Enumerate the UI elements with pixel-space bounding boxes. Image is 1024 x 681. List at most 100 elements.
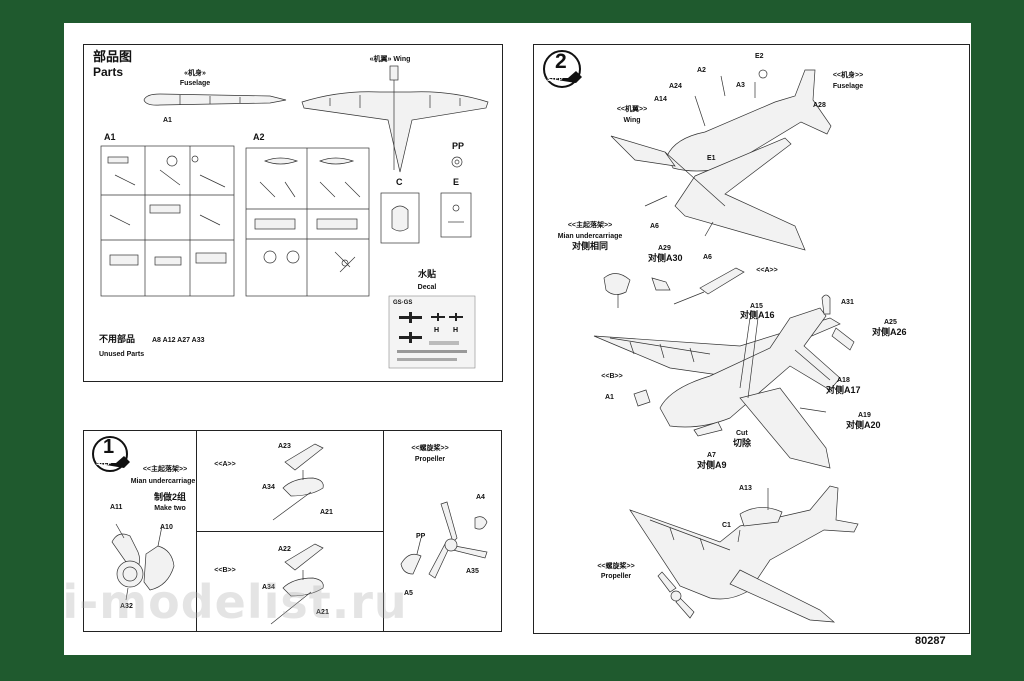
step2-part-a14: A14 (654, 96, 667, 103)
wing-label: «机翼» Wing (369, 56, 411, 63)
step1-make-two-en: Make two (154, 505, 186, 512)
step2-wing-cn: <<机翼>> (616, 106, 648, 113)
sprue-pp-label: PP (452, 141, 465, 151)
step1-sub-a-a21: A21 (320, 509, 333, 516)
step1-word: STEP (96, 461, 112, 467)
decal-label-en: Decal (417, 284, 437, 291)
step1-sub-b-a34: A34 (262, 584, 275, 591)
step1-sub-b-drawing (270, 543, 324, 625)
step1-propeller-a35: A35 (466, 568, 479, 575)
step2-part-a18-opp: 对侧A17 (826, 385, 861, 395)
step2-main-uc-note: 对侧相同 (571, 241, 608, 251)
step1-propeller-cn: <<螺旋桨>> (411, 445, 449, 452)
step2-part-a19: A19 (858, 412, 871, 419)
step2-main-uc-en: Mian undercarriage (557, 233, 623, 240)
step2-fuselage-wing-drawing (610, 69, 832, 251)
step1-undercarriage-en: Mian undercarriage (130, 478, 196, 485)
step1-part-a11: A11 (110, 504, 123, 511)
fuselage-part-tag: A1 (163, 117, 172, 124)
step2-propeller-assembly-drawing (629, 485, 859, 623)
step1-propeller-a4: A4 (476, 494, 485, 501)
step1-sub-b-a21: A21 (316, 609, 329, 616)
wing-part-drawing (301, 65, 489, 173)
sprue-a2-label: A2 (253, 132, 265, 142)
step1-sub-a-a34: A34 (262, 484, 275, 491)
step2-word: STEP (547, 77, 563, 83)
step2-part-a3: A3 (736, 82, 745, 89)
step1-propeller-en: Propeller (414, 456, 446, 463)
step2-part-a24: A24 (669, 83, 682, 90)
step2-part-a28: A28 (813, 102, 826, 109)
step1-part-a10: A10 (160, 524, 173, 531)
unused-label-en: Unused Parts (99, 351, 145, 358)
step2-a-tag: <<A>> (756, 267, 778, 274)
step1-badge-icon (92, 436, 130, 472)
step2-part-a25-opp: 对侧A26 (872, 327, 907, 337)
fuselage-label-cn: «机身» (184, 70, 206, 77)
watermark-text: i-modelist.ru (62, 575, 408, 629)
step1-make-two-cn: 制做2组 (153, 492, 186, 502)
step1-propeller-pp: PP (416, 533, 426, 540)
step2-propeller-en: Propeller (600, 573, 632, 580)
step2-part-a1: A1 (605, 394, 614, 401)
decal-label-cn: 水贴 (417, 269, 436, 279)
step2-part-a6a: A6 (650, 223, 659, 230)
step2-badge-icon (543, 50, 582, 88)
step1-sub-b-tag: <<B>> (214, 567, 236, 574)
step2-fuselage-en: Fuselage (832, 83, 864, 90)
unused-label-cn: 不用部品 (99, 334, 136, 344)
step2-part-a13: A13 (739, 485, 752, 492)
sprue-a1-drawing (100, 145, 235, 297)
unused-parts-list: A8 A12 A27 A33 (152, 337, 205, 344)
svg-text:H: H (453, 327, 458, 334)
step1-undercarriage-cn: <<主起落架>> (142, 466, 188, 473)
step2-number: 2 (555, 50, 567, 73)
step2-part-a7: A7 (707, 452, 716, 459)
sprue-pp-drawing (451, 156, 463, 168)
step2-part-e1: E1 (707, 155, 716, 162)
step2-part-a25: A25 (884, 319, 897, 326)
step2-wing-en: Wing (623, 117, 641, 124)
step2-part-a19-opp: 对侧A20 (846, 420, 881, 430)
svg-text:H: H (434, 327, 439, 334)
step1-part-a32: A32 (120, 603, 133, 610)
step1-sub-a-a23: A23 (278, 443, 291, 450)
step2-part-c1: C1 (722, 522, 731, 529)
decal-sheet-drawing: H H (388, 295, 476, 369)
step2-part-a15: A15 (750, 303, 763, 310)
step2-b-tag: <<B>> (601, 373, 623, 380)
sprue-c-label: C (396, 177, 403, 187)
step2-part-a15-opp: 对侧A16 (740, 310, 775, 320)
step1-number: 1 (103, 436, 115, 458)
sprue-c-drawing (380, 192, 420, 244)
step2-part-a31: A31 (841, 299, 854, 306)
step1-propeller-drawing (400, 501, 488, 579)
step1-propeller-a5: A5 (404, 590, 413, 597)
step2-cut-cn: 切除 (733, 438, 752, 448)
step2-part-e2: E2 (755, 53, 764, 60)
fuselage-part-drawing (143, 93, 287, 106)
step2-main-assembly-drawing (593, 267, 855, 469)
step1-sub-b-a22: A22 (278, 546, 291, 553)
step2-part-a2: A2 (697, 67, 706, 74)
step1-sub-a-tag: <<A>> (214, 461, 236, 468)
sprue-e-label: E (453, 177, 460, 187)
step2-part-a18: A18 (837, 377, 850, 384)
step1-undercarriage-drawing (111, 523, 175, 601)
sprue-e-drawing (440, 192, 472, 238)
step2-part-a29-opp: 对侧A30 (648, 253, 683, 263)
parts-title-en: Parts (93, 65, 124, 79)
sprue-a2-drawing (245, 147, 370, 297)
step2-cut-en: Cut (736, 430, 748, 437)
step2-part-a7-opp: 对侧A9 (697, 460, 727, 470)
step2-part-a6b: A6 (703, 254, 712, 261)
decal-gs-text: GS·GS (393, 300, 413, 306)
step2-fuselage-cn: <<机身>> (832, 72, 864, 79)
step1-divider-c (196, 531, 383, 532)
sprue-a1-label: A1 (104, 132, 116, 142)
catalog-number: 80287 (915, 635, 946, 647)
step1-sub-a-drawing (272, 443, 324, 521)
fuselage-label-en: Fuselage (179, 80, 211, 87)
step2-part-a29: A29 (658, 245, 671, 252)
parts-title-cn: 部品图 (93, 49, 133, 64)
